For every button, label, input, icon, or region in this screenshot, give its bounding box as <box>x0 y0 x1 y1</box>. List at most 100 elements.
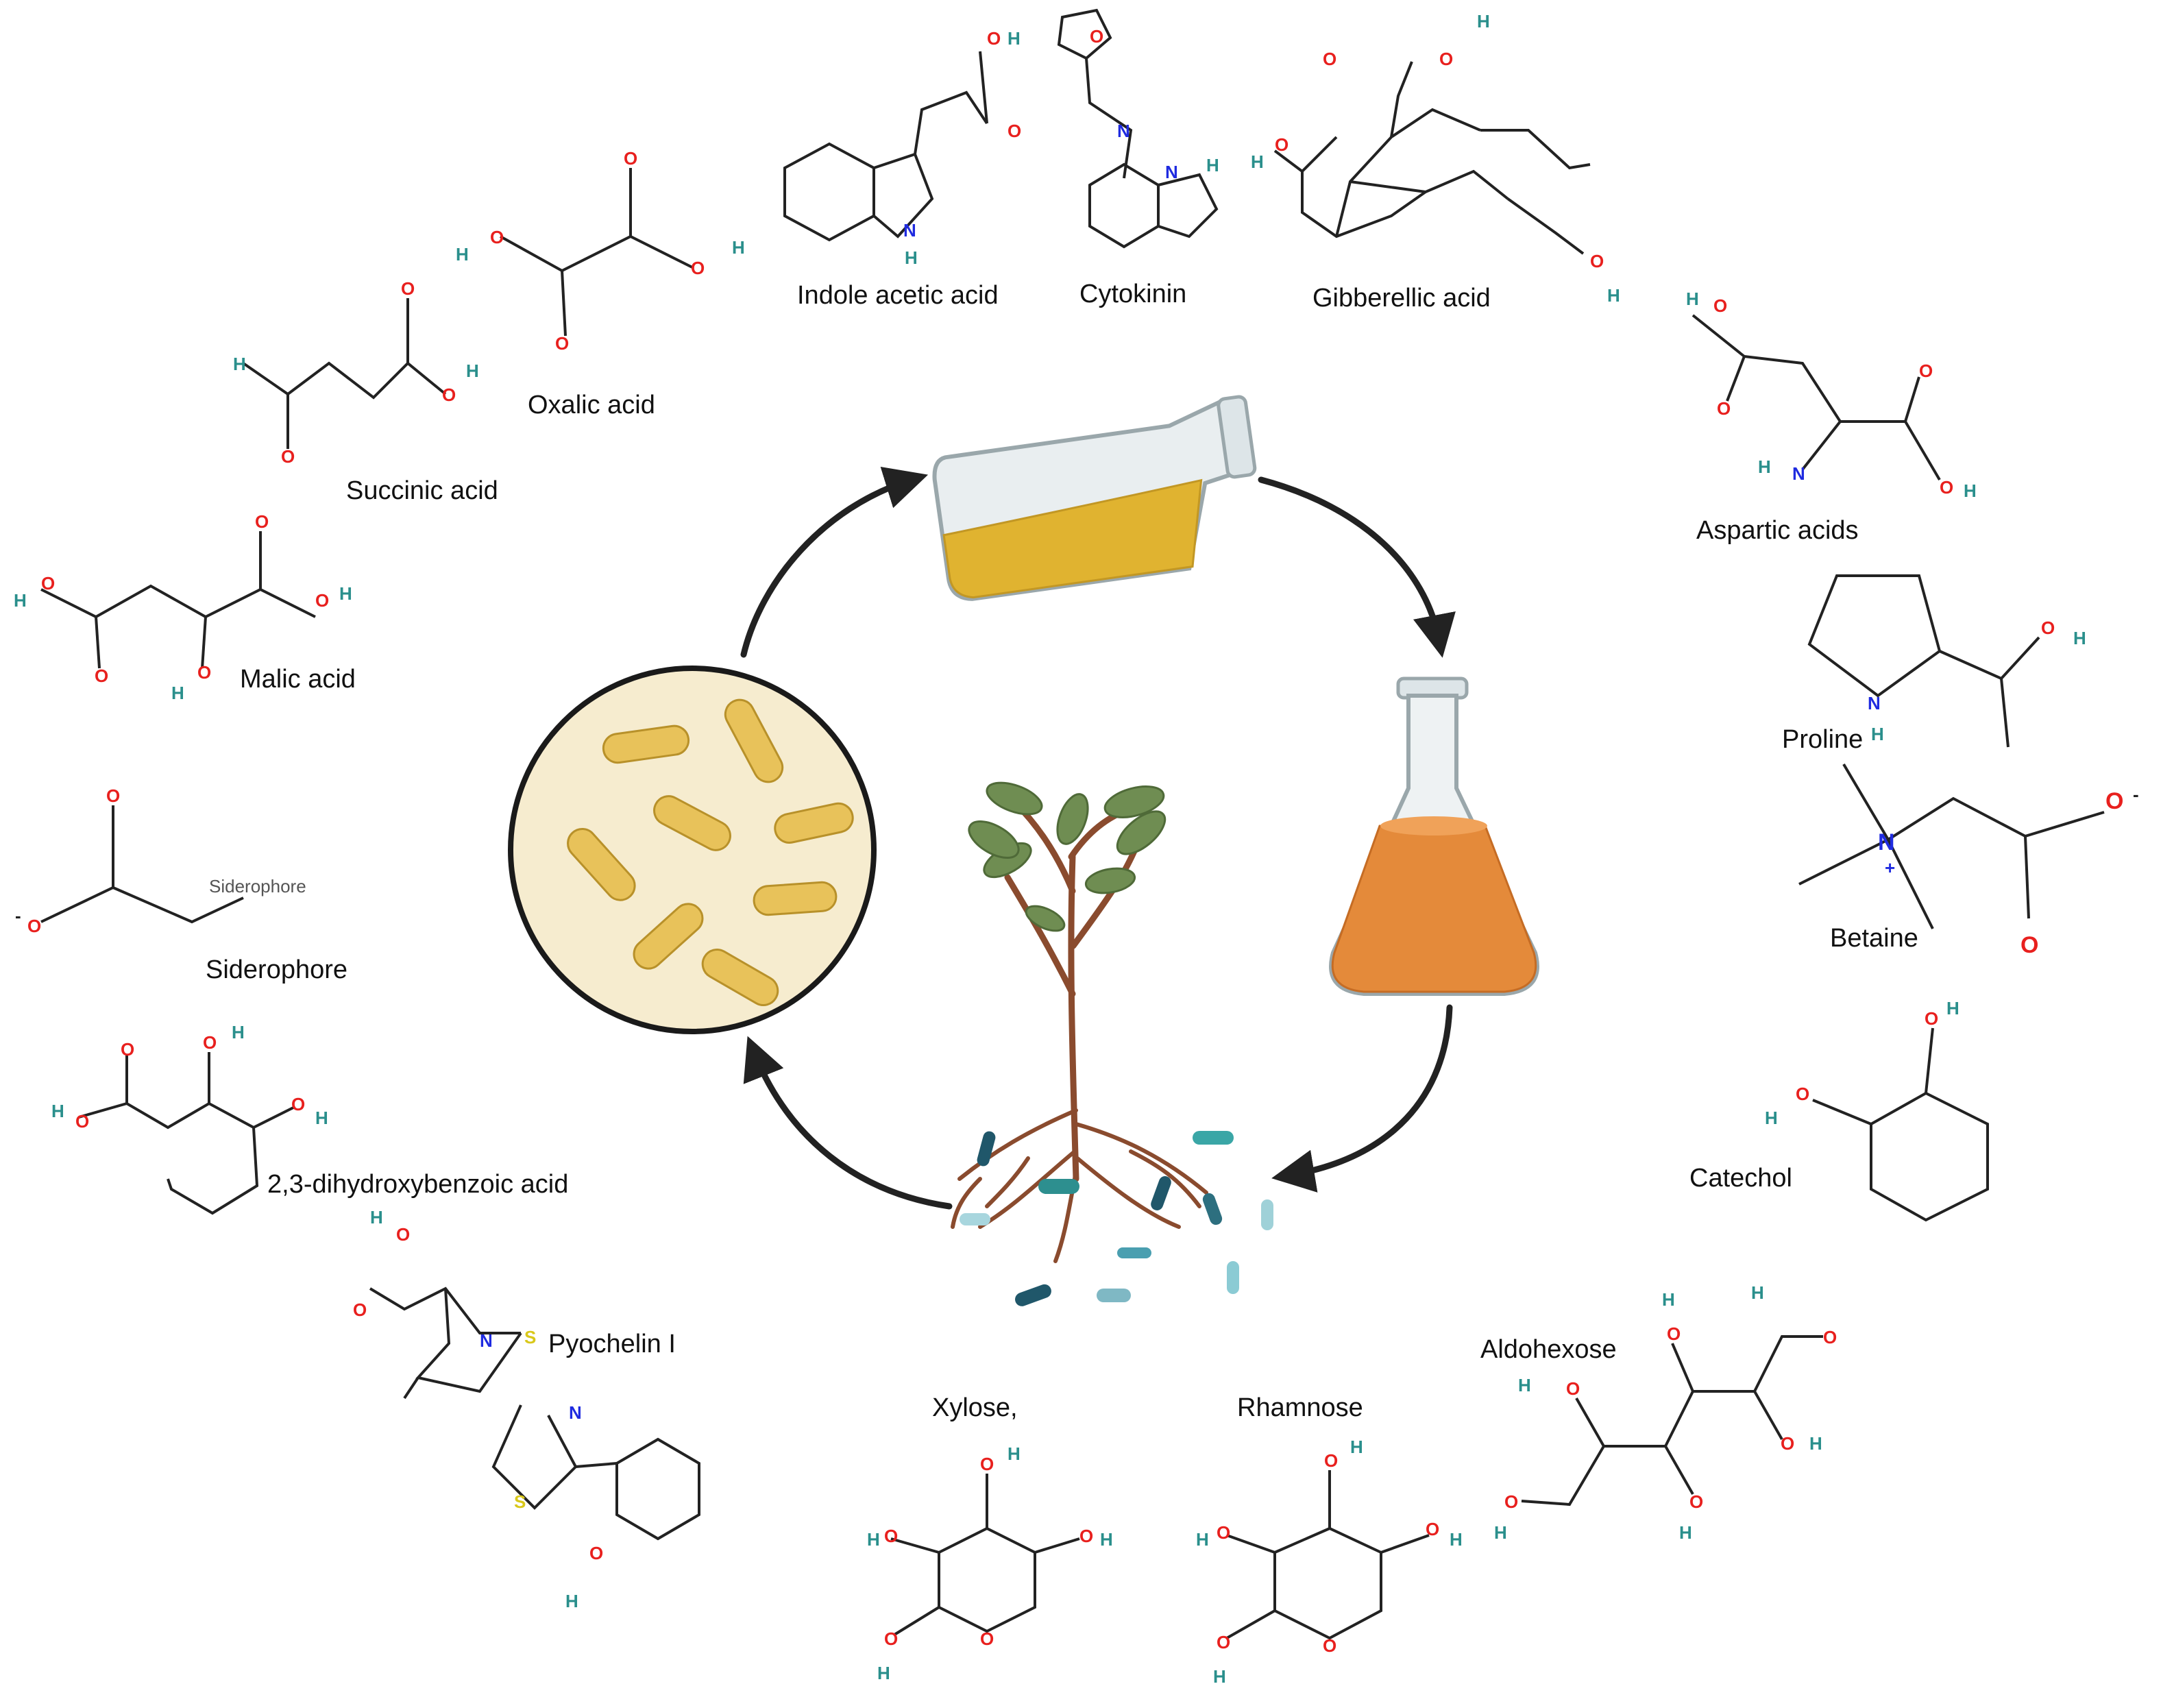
label-aspartic-acids: Aspartic acids <box>1696 516 1859 545</box>
atom-o: O <box>980 1628 994 1649</box>
atom-o: O <box>281 446 295 467</box>
atom-h: H <box>1964 480 1977 501</box>
atom-o: O <box>41 573 55 594</box>
arrow-erlenmeyer-to-plant <box>1271 1004 1453 1193</box>
atom-o: O <box>1713 295 1727 316</box>
atom-o: O <box>1566 1378 1580 1399</box>
structure-catechol <box>1812 1027 1989 1222</box>
label-cytokinin: Cytokinin <box>1079 280 1187 308</box>
soil-microbes <box>960 1131 1273 1306</box>
atom-o: O <box>396 1224 410 1245</box>
atom-h: H <box>315 1108 328 1128</box>
atom-h: H <box>1607 285 1620 306</box>
atom-o: O <box>1007 121 1021 141</box>
atom-h: H <box>1100 1529 1113 1550</box>
structure-dihydroxybenzoic-acid <box>78 1052 295 1215</box>
atom-n: N <box>1165 162 1178 182</box>
label-betaine: Betaine <box>1830 924 1918 953</box>
atom-o: O <box>980 1454 994 1474</box>
atom-o: O <box>291 1094 305 1114</box>
atom-n: N <box>903 220 916 241</box>
atom-h: H <box>1679 1522 1692 1543</box>
atom-h: H <box>171 683 184 703</box>
atom-h: H <box>732 237 745 258</box>
atom-o: O <box>1667 1323 1681 1344</box>
atom-o: O <box>1590 251 1604 271</box>
atom-o: O <box>315 590 329 611</box>
label-indole-acetic-acid: Indole acetic acid <box>797 281 999 310</box>
atom-h: H <box>1518 1375 1531 1395</box>
atom-o: O <box>1090 26 1103 47</box>
atom-o: O <box>1426 1519 1439 1539</box>
atom-h: H <box>51 1101 64 1121</box>
atom-h: H <box>1196 1529 1209 1550</box>
plant-with-roots <box>951 781 1273 1306</box>
structure-xylose <box>890 1474 1080 1636</box>
atom-o: O <box>1323 49 1336 69</box>
atom-h: H <box>1350 1437 1363 1457</box>
atom-o: O <box>1689 1491 1703 1512</box>
atom-o: O <box>442 385 456 405</box>
atom-o: O <box>1717 398 1731 419</box>
atom-h: H <box>339 583 352 604</box>
label-catechol: Catechol <box>1689 1164 1792 1193</box>
atom-o: O <box>1796 1084 1809 1104</box>
atom-o: O <box>987 28 1001 49</box>
atom-h: H <box>1758 456 1771 477</box>
atom-o: O <box>95 666 108 686</box>
atom-h: H <box>1686 289 1699 309</box>
atom-o: O <box>2105 788 2123 814</box>
structure-rhamnose <box>1226 1470 1430 1640</box>
atom-o: O <box>1217 1522 1230 1543</box>
atom-h: H <box>1494 1522 1507 1543</box>
atom-o: O <box>203 1032 217 1053</box>
structure-malic-acid <box>40 531 316 669</box>
atom-o: O <box>353 1300 367 1320</box>
atom-o: O <box>884 1628 898 1649</box>
atom-h: H <box>2073 628 2086 648</box>
atom-h: H <box>1765 1108 1778 1128</box>
structure-aspartic-acids <box>1691 314 1941 481</box>
atom-minus: - <box>2133 784 2139 805</box>
atom-h: H <box>232 1022 245 1042</box>
atom-h: H <box>1251 151 1264 172</box>
atom-h: H <box>867 1529 880 1550</box>
structure-succinic-acid <box>242 298 447 449</box>
atom-h: H <box>1809 1433 1822 1454</box>
atom-minus: - <box>15 905 21 926</box>
atom-o: O <box>121 1039 134 1060</box>
atom-o: O <box>1925 1008 1938 1029</box>
heteroatom-labels: O H O N H N O N H O O H O H O H H O O O … <box>14 11 2139 1687</box>
atom-h: H <box>1751 1282 1764 1303</box>
label-malic-acid: Malic acid <box>240 665 356 694</box>
atom-o: O <box>1823 1327 1837 1347</box>
atom-o: O <box>75 1111 89 1132</box>
atom-h: H <box>1007 28 1021 49</box>
atom-n: N <box>569 1402 582 1423</box>
atom-o: O <box>691 258 705 278</box>
atom-o: O <box>1439 49 1453 69</box>
atom-o: O <box>624 148 637 169</box>
atom-o: O <box>1504 1491 1518 1512</box>
atom-o: O <box>1781 1433 1794 1454</box>
atom-h: H <box>1477 11 1490 32</box>
culture-flask-yellow <box>932 395 1257 601</box>
atom-h: H <box>1450 1529 1463 1550</box>
bacteria-cells <box>567 698 854 1006</box>
atom-o: O <box>589 1543 603 1563</box>
atom-h: H <box>565 1591 578 1611</box>
atom-h: H <box>1206 155 1219 175</box>
atom-n: N <box>1868 693 1881 713</box>
atom-o: O <box>490 227 504 247</box>
atom-h: H <box>1662 1289 1675 1310</box>
arrow-petri-to-flask <box>740 467 929 658</box>
structure-proline <box>1807 574 2040 748</box>
atom-h: H <box>877 1663 890 1683</box>
label-siderophore: Siderophore <box>206 955 348 984</box>
structure-pyochelin <box>369 1286 700 1541</box>
structure-aldohexose <box>1521 1335 1823 1506</box>
atom-n: N <box>1117 121 1130 141</box>
atom-h: H <box>905 247 918 268</box>
